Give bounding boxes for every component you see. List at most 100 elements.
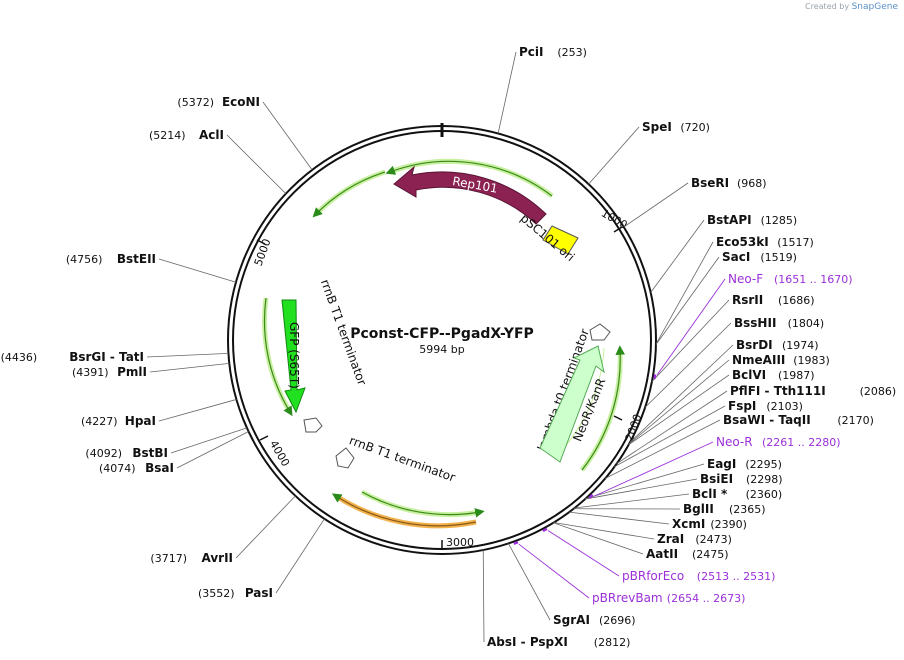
credit-prefix: Created by bbox=[805, 2, 850, 11]
site-name: BglII bbox=[683, 502, 714, 516]
gfp-arrow[interactable] bbox=[281, 299, 306, 414]
site-position: (4391) bbox=[72, 366, 109, 379]
site-position: (4074) bbox=[99, 462, 136, 475]
site-eco53ki[interactable]: (1517)Eco53kI bbox=[716, 235, 814, 249]
site-position: (2365) bbox=[729, 503, 766, 516]
site-name: BsiEI bbox=[700, 472, 733, 486]
rrnb-t1-terminator-bottom-label: rrnB T1 terminator bbox=[347, 433, 457, 484]
site-fspi[interactable]: (2103)FspI bbox=[728, 399, 803, 413]
site-leader-line bbox=[262, 101, 313, 171]
site-avrii[interactable]: (3717)AvrII bbox=[150, 551, 233, 565]
site-leader-line bbox=[588, 126, 640, 185]
primer-pbrrevbam[interactable]: pBRrevBam(2654 .. 2673) bbox=[592, 591, 745, 605]
site-bsai[interactable]: (4074) BsaI bbox=[99, 461, 174, 475]
site-leader-line bbox=[508, 543, 551, 621]
site-pflfi[interactable]: (2086)PflFI - Tth111I bbox=[730, 384, 896, 398]
lambda-t0-terminator-shape[interactable] bbox=[589, 323, 611, 341]
site-absi[interactable]: (2812)AbsI - PspXI bbox=[487, 635, 630, 649]
site-bsiei[interactable]: (2298) BsiEI bbox=[700, 472, 783, 486]
site-position: (2360) bbox=[746, 488, 783, 501]
site-bsrdi[interactable]: (1974)BsrDI bbox=[736, 338, 819, 352]
site-position: (2298) bbox=[746, 473, 783, 486]
site-name: AatII bbox=[646, 547, 678, 561]
site-spei[interactable]: (720)SpeI bbox=[642, 120, 710, 134]
primer-labels: Neo-F(1651 .. 1670) Neo-R(2261 .. 2280) pB… bbox=[592, 272, 853, 605]
primer-neor[interactable]: Neo-R(2261 .. 2280) bbox=[716, 435, 841, 449]
primer-range: (2261 .. 2280) bbox=[762, 436, 841, 449]
site-leader-line bbox=[614, 405, 726, 468]
site-bsshii[interactable]: (1804)BssHII bbox=[734, 316, 824, 330]
site-name: BsaI bbox=[145, 461, 174, 475]
primer-binding-mark bbox=[542, 527, 548, 533]
site-name: AbsI - PspXI bbox=[487, 635, 568, 649]
site-bcli[interactable]: (2360) BclI * bbox=[692, 487, 782, 501]
site-name: EcoNI bbox=[222, 95, 260, 109]
site-name: NmeAIII bbox=[732, 353, 785, 367]
site-saci[interactable]: (1519)SacI bbox=[722, 250, 797, 264]
site-position: (1804) bbox=[788, 317, 825, 330]
site-zrai[interactable]: (2473)ZraI bbox=[657, 532, 732, 546]
primer-leader-line bbox=[518, 543, 590, 599]
primer-leader-line bbox=[547, 530, 620, 577]
site-position: (2103) bbox=[766, 400, 803, 413]
site-bsrgi[interactable]: (4436)BsrGI - TatI bbox=[1, 350, 144, 364]
site-name: BstBI bbox=[132, 446, 168, 460]
site-xcmi[interactable]: (2390)XcmI bbox=[672, 517, 747, 531]
rrnb-t1-terminator-bottom-shape[interactable] bbox=[335, 447, 355, 469]
site-pcii[interactable]: (253)PciI bbox=[519, 45, 587, 59]
site-pasi[interactable]: (3552)PasI bbox=[198, 586, 273, 600]
site-rsrii[interactable]: (1686)RsrII bbox=[732, 293, 815, 307]
primer-leader-lines bbox=[513, 278, 726, 599]
site-leader-line bbox=[616, 390, 728, 464]
primer-neof[interactable]: Neo-F(1651 .. 1670) bbox=[728, 272, 853, 286]
site-name: HpaI bbox=[125, 414, 156, 428]
site-bsawi[interactable]: (2170)BsaWI - TaqII bbox=[723, 413, 874, 427]
site-position: (2390) bbox=[710, 518, 747, 531]
site-leader-line bbox=[176, 431, 249, 469]
primer-binding-mark bbox=[653, 374, 657, 380]
site-leader-line bbox=[482, 549, 485, 643]
site-position: (1517) bbox=[777, 236, 814, 249]
site-position: (2295) bbox=[745, 458, 782, 471]
site-sgrai[interactable]: (2696)SgrAI bbox=[553, 613, 636, 627]
tick-label-5000: 5000 bbox=[252, 237, 274, 268]
site-leader-line bbox=[149, 362, 230, 373]
site-position: (3552) bbox=[198, 587, 235, 600]
site-name: BsrGI - TatI bbox=[69, 350, 144, 364]
site-eagi[interactable]: (2295)EagI bbox=[707, 457, 782, 471]
rrnb-t1-terminator-left-shape[interactable] bbox=[303, 417, 323, 433]
primer-range: (2654 .. 2673) bbox=[667, 592, 746, 605]
site-aatii[interactable]: (2475)AatII bbox=[646, 547, 729, 561]
site-position: (1983) bbox=[793, 354, 830, 367]
primer-range: (2513 .. 2531) bbox=[697, 570, 776, 583]
site-bstapi[interactable]: (1285)BstAPI bbox=[707, 213, 797, 227]
site-nmeaiii[interactable]: (1983) NmeAIII bbox=[732, 353, 830, 367]
site-bsteii[interactable]: (4756)BstEII bbox=[66, 252, 156, 266]
site-position: (5372) bbox=[177, 96, 214, 109]
site-bseri[interactable]: (968)BseRI bbox=[691, 176, 767, 190]
site-hpai[interactable]: (4227)HpaI bbox=[81, 414, 156, 428]
site-econi[interactable]: (5372) EcoNI bbox=[177, 95, 260, 109]
plasmid-name: Pconst-CFP--PgadX-YFP bbox=[350, 326, 534, 342]
site-bglii[interactable]: (2365) BglII bbox=[683, 502, 766, 516]
site-leader-line bbox=[235, 495, 296, 559]
tick-label-1000: 1000 bbox=[599, 207, 630, 232]
site-name: PflFI - Tth111I bbox=[730, 384, 826, 398]
psc101-ori-block[interactable] bbox=[542, 225, 579, 255]
rep101-arrow[interactable] bbox=[393, 165, 547, 225]
site-name: PciI bbox=[519, 45, 544, 59]
site-bstbi[interactable]: (4092)BstBI bbox=[85, 446, 168, 460]
site-leader-line bbox=[553, 522, 655, 540]
site-pmli[interactable]: (4391)PmlI bbox=[72, 365, 147, 379]
site-position: (1285) bbox=[761, 214, 798, 227]
neor-kanr-arrow[interactable] bbox=[539, 345, 605, 463]
site-name: BclI * bbox=[692, 487, 728, 501]
site-bclvi[interactable]: (1987)BclVI bbox=[732, 368, 815, 382]
site-name: BsaWI - TaqII bbox=[723, 413, 811, 427]
site-leader-line bbox=[158, 258, 237, 283]
site-position: (1987) bbox=[778, 369, 815, 382]
site-leader-line bbox=[651, 299, 730, 383]
primer-pbrforeco[interactable]: pBRforEco(2513 .. 2531) bbox=[622, 569, 775, 583]
site-acli[interactable]: (5214)AclI bbox=[149, 128, 224, 142]
